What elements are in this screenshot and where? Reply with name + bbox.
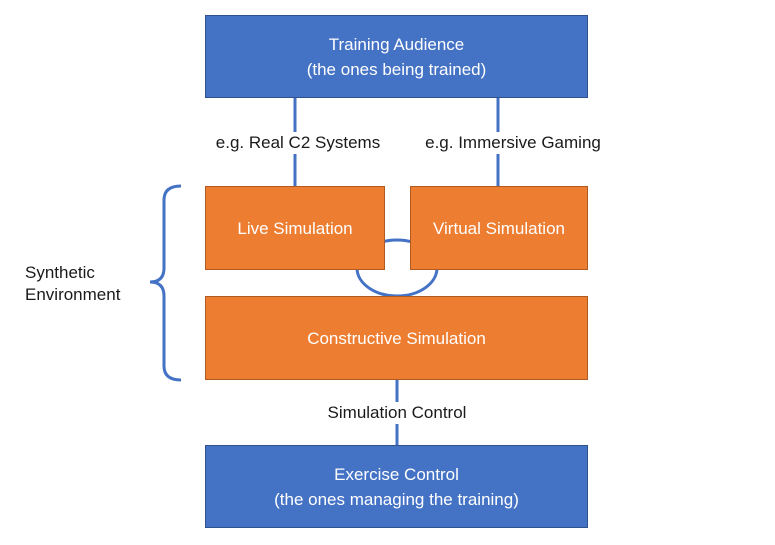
- synthetic-environment-line1: Synthetic: [25, 263, 95, 282]
- label-real-c2-systems: e.g. Real C2 Systems: [215, 132, 381, 154]
- live-simulation-box: Live Simulation: [205, 186, 385, 270]
- constructive-simulation-box: Constructive Simulation: [205, 296, 588, 380]
- training-audience-box: Training Audience (the ones being traine…: [205, 15, 588, 98]
- exercise-control-subtitle: (the ones managing the training): [274, 489, 519, 509]
- exercise-control-box: Exercise Control (the ones managing the …: [205, 445, 588, 528]
- label-simulation-control: Simulation Control: [327, 402, 467, 424]
- constructive-simulation-label: Constructive Simulation: [307, 328, 486, 348]
- synthetic-environment-label: Synthetic Environment: [25, 262, 120, 306]
- live-simulation-label: Live Simulation: [237, 218, 353, 238]
- training-audience-title: Training Audience: [328, 34, 465, 54]
- synthetic-environment-brace: [149, 184, 182, 382]
- virtual-simulation-box: Virtual Simulation: [410, 186, 588, 270]
- training-audience-subtitle: (the ones being trained): [306, 59, 487, 79]
- exercise-control-title: Exercise Control: [334, 464, 459, 484]
- label-immersive-gaming: e.g. Immersive Gaming: [425, 132, 601, 154]
- synthetic-environment-line2: Environment: [25, 285, 121, 304]
- virtual-simulation-label: Virtual Simulation: [433, 218, 565, 238]
